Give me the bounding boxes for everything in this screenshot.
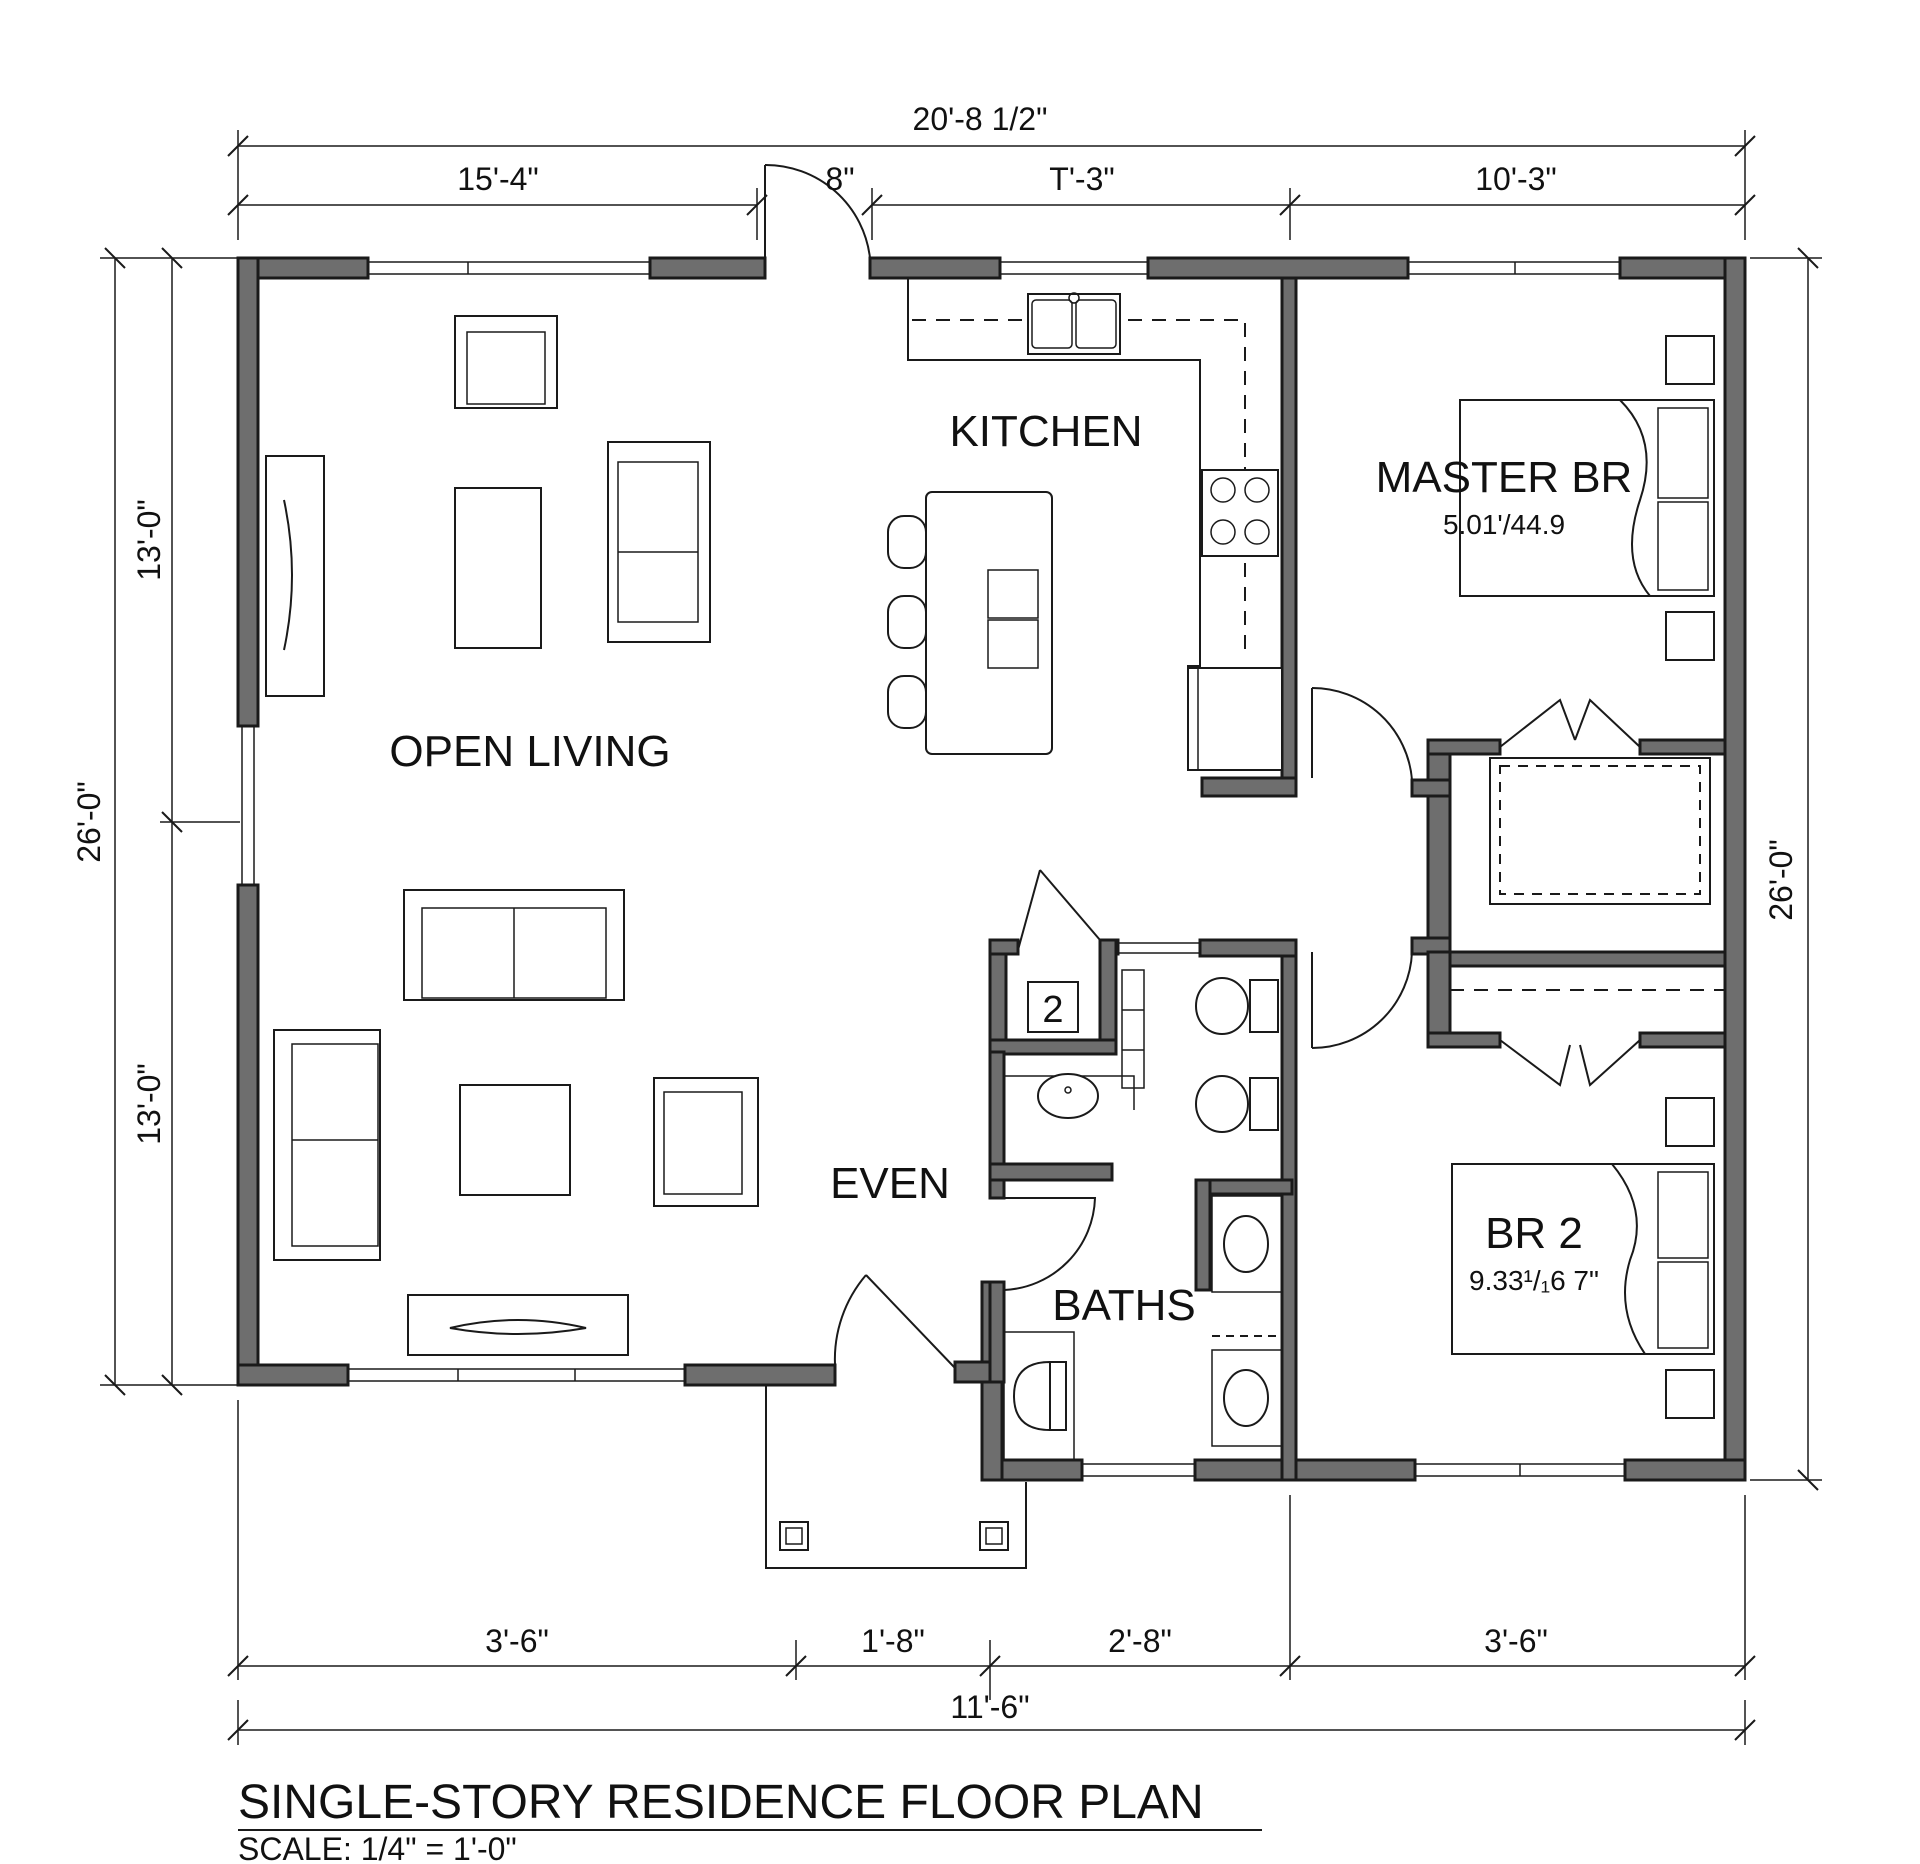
room-labels: OPEN LIVING KITCHEN MASTER BR 5.01'/44.9…: [389, 407, 1632, 1330]
room-area-br2: 9.33¹/₁6 7": [1469, 1265, 1599, 1296]
room-label-open-living: OPEN LIVING: [389, 727, 670, 776]
plan-scale: SCALE: 1/4" = 1'-0": [238, 1831, 517, 1864]
dim-bottom-2: 1'-8": [861, 1623, 925, 1659]
closet-tag: 2: [1042, 989, 1063, 1031]
dim-bottom-4: 3'-6": [1484, 1623, 1548, 1659]
exterior-walls: [236, 256, 1747, 1482]
dim-top-3: T'-3": [1049, 161, 1114, 197]
bedroom-furniture: [1451, 335, 1715, 1419]
dim-top-4: 10'-3": [1475, 161, 1557, 197]
interior-walls: [988, 276, 1727, 1482]
room-label-master-br: MASTER BR: [1376, 453, 1633, 502]
room-label-even: EVEN: [830, 1159, 950, 1208]
bath-fixtures: [1003, 969, 1283, 1461]
dim-bottom-3: 2'-8": [1108, 1623, 1172, 1659]
plan-title: SINGLE-STORY RESIDENCE FLOOR PLAN: [238, 1776, 1204, 1829]
room-area-master-br: 5.01'/44.9: [1443, 509, 1565, 540]
room-label-baths: BATHS: [1052, 1281, 1195, 1330]
room-label-br2: BR 2: [1485, 1209, 1583, 1258]
dim-left-overall: 26'-0": [71, 781, 107, 863]
dimension-labels: 20'-8 1/2" 15'-4" 8" T'-3" 10'-3" 26'-0"…: [71, 101, 1799, 1725]
dim-right-overall: 26'-0": [1763, 839, 1799, 921]
dim-top-1: 15'-4": [457, 161, 539, 197]
dim-left-lower: 13'-0": [131, 1063, 167, 1145]
dim-top-overall: 20'-8 1/2": [913, 101, 1048, 137]
living-furniture: [265, 315, 759, 1356]
dim-bottom-1: 3'-6": [485, 1623, 549, 1659]
closets: [1450, 757, 1725, 991]
kitchen-fixtures: [887, 278, 1283, 771]
dimension-lines: [100, 130, 1822, 1745]
title-block: SINGLE-STORY RESIDENCE FLOOR PLAN SCALE:…: [238, 1776, 1262, 1864]
room-label-kitchen: KITCHEN: [949, 407, 1142, 456]
doors: [764, 163, 1641, 1369]
porch: [765, 1385, 1027, 1569]
dim-left-upper: 13'-0": [131, 499, 167, 581]
dim-bottom-overall: 11'-6": [950, 1689, 1029, 1725]
dim-top-2: 8": [825, 161, 854, 197]
